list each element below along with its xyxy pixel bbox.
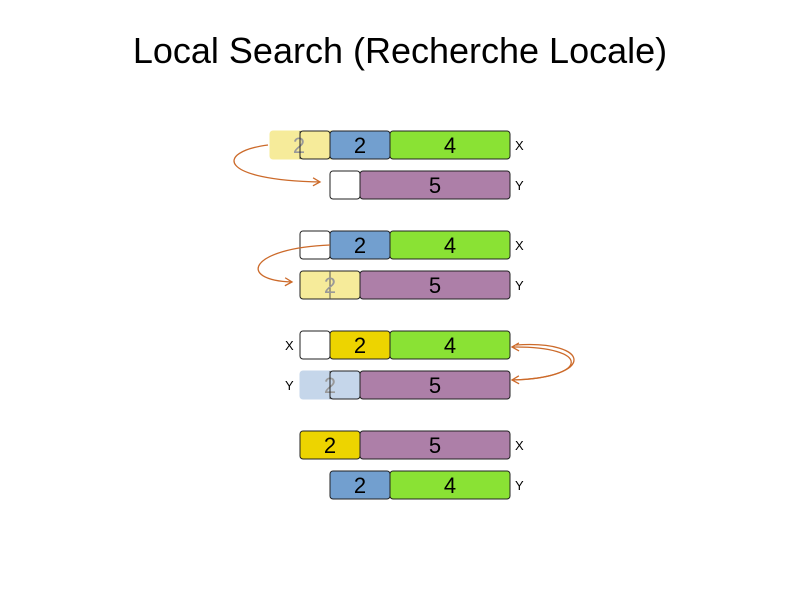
row-label-y: Y — [515, 478, 524, 493]
empty-slot — [329, 170, 361, 200]
step-4-row-x: 2 5 X — [299, 430, 524, 460]
blue-block-number: 2 — [354, 233, 366, 258]
blue-block-number: 2 — [354, 133, 366, 158]
row-label-x: X — [515, 138, 524, 153]
step-2-row-x: 2 4 X — [299, 230, 524, 260]
slide-title: Local Search (Recherche Locale) — [132, 30, 668, 71]
green-block — [389, 330, 511, 360]
green-block-number: 4 — [444, 333, 456, 358]
move-arrow — [233, 144, 322, 187]
step-1-row-x: 2 2 4 X — [269, 130, 524, 160]
ghost-block-number: 2 — [293, 133, 305, 158]
row-label-x: X — [515, 438, 524, 453]
step-2-row-y: 2 5 Y — [299, 270, 524, 300]
row-label-x: X — [515, 238, 524, 253]
swap-arrow — [510, 342, 572, 381]
purple-block-number: 5 — [429, 373, 441, 398]
purple-block — [359, 370, 511, 400]
purple-block — [359, 170, 511, 200]
row-label-x: X — [285, 338, 294, 353]
step-1-row-y: 5 Y — [329, 170, 524, 200]
green-block — [389, 130, 511, 160]
step-4-row-y: 2 4 Y — [329, 470, 524, 500]
green-block-number: 4 — [444, 133, 456, 158]
green-block — [389, 230, 511, 260]
row-label-y: Y — [515, 278, 524, 293]
yellow-block-number: 2 — [324, 433, 336, 458]
step-2: 2 4 X 2 5 Y — [257, 230, 524, 300]
step-1: 2 2 4 X 5 Y — [233, 130, 524, 200]
step-4: 2 5 X 2 4 Y — [299, 430, 524, 500]
row-label-y: Y — [515, 178, 524, 193]
purple-block-number: 5 — [429, 273, 441, 298]
step-3-row-x: X 2 4 — [285, 330, 511, 360]
yellow-block-number: 2 — [354, 333, 366, 358]
green-block-number: 4 — [444, 233, 456, 258]
purple-block — [359, 270, 511, 300]
empty-slot — [299, 330, 331, 360]
move-arrow — [257, 244, 331, 287]
step-3-row-y: Y 2 5 — [285, 370, 511, 400]
green-block-number: 4 — [444, 473, 456, 498]
row-label-y: Y — [285, 378, 294, 393]
blue-block-number: 2 — [354, 473, 366, 498]
purple-block-number: 5 — [429, 173, 441, 198]
step-3: X 2 4 Y 2 5 — [285, 330, 575, 400]
purple-block — [359, 430, 511, 460]
purple-block-number: 5 — [429, 433, 441, 458]
green-block — [389, 470, 511, 500]
swap-arrow — [510, 343, 575, 385]
ghost-block-number: 2 — [324, 273, 336, 298]
